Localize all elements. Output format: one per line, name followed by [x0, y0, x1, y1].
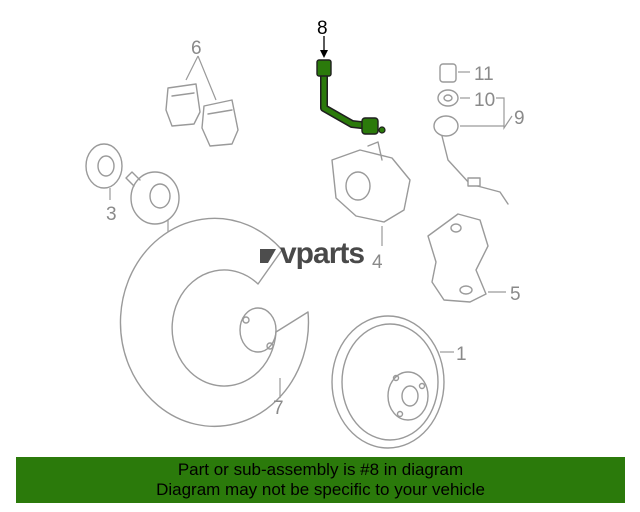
leader-8-arrow — [320, 50, 328, 58]
watermark-text: vparts — [280, 237, 365, 270]
banner-line-1: Part or sub-assembly is #8 in diagram — [177, 460, 464, 479]
caliper-part-4 — [331, 141, 411, 223]
info-banner: Part or sub-assembly is #8 in diagram Di… — [16, 457, 625, 503]
brake-disc-part-1 — [331, 315, 445, 449]
callout-4: 4 — [372, 252, 383, 273]
callout-9: 9 — [514, 108, 525, 129]
bracket-part-5 — [427, 213, 489, 303]
wear-sensor-part-9 — [433, 115, 509, 205]
cap-part-11 — [439, 63, 457, 83]
hub-part-2 — [125, 171, 180, 225]
banner-line-2: Diagram may not be specific to your vehi… — [156, 480, 485, 499]
callout-1: 1 — [456, 344, 467, 365]
leader-6 — [185, 55, 217, 101]
callout-6: 6 — [191, 38, 202, 59]
watermark-logo: vparts — [258, 237, 386, 271]
callout-5: 5 — [510, 284, 521, 305]
callout-8: 8 — [317, 18, 328, 39]
brake-hose-part-8 — [316, 59, 386, 135]
callout-3: 3 — [106, 204, 117, 225]
brake-pads-part-6 — [165, 83, 239, 147]
callout-10: 10 — [474, 90, 495, 111]
backing-plate-part-7 — [119, 217, 310, 427]
bearing-part-3 — [85, 143, 123, 189]
nut-part-10 — [437, 89, 459, 107]
callout-11: 11 — [474, 64, 494, 85]
watermark-mark-icon — [260, 249, 276, 263]
leader-9 — [460, 97, 513, 130]
callout-7: 7 — [273, 398, 284, 419]
